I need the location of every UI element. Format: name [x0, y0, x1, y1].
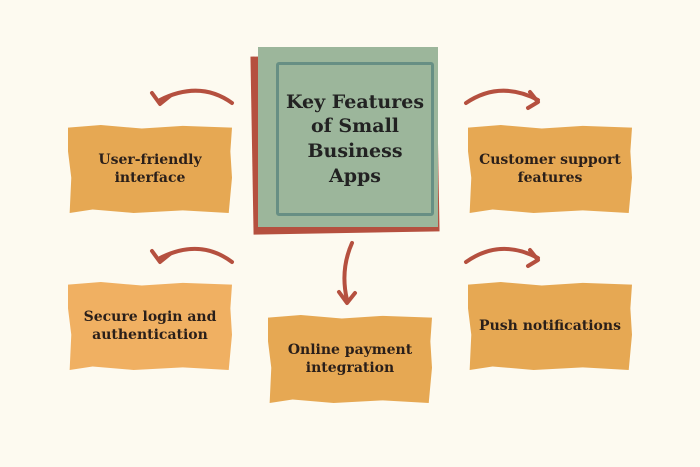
- feature-label: User-friendly interface: [98, 151, 202, 186]
- arrow-icon: [464, 88, 540, 110]
- feature-push-notifications: Push notifications: [468, 282, 632, 370]
- arrow-icon: [150, 88, 234, 106]
- arrow-icon: [150, 246, 234, 264]
- feature-online-payment: Online payment integration: [268, 315, 432, 403]
- feature-customer-support: Customer support features: [468, 125, 632, 213]
- feature-user-friendly: User-friendly interface: [68, 125, 232, 213]
- center-title: Key Features of Small Business Apps: [276, 62, 434, 216]
- title-text: Key Features of Small Business Apps: [285, 90, 425, 187]
- arrow-icon: [337, 241, 357, 305]
- arrow-icon: [464, 246, 540, 268]
- feature-label: Secure login and authentication: [83, 308, 217, 343]
- feature-label: Customer support features: [479, 151, 621, 186]
- feature-label: Online payment integration: [287, 341, 413, 376]
- center-card: [258, 47, 438, 227]
- feature-secure-login: Secure login and authentication: [68, 282, 232, 370]
- feature-label: Push notifications: [479, 317, 621, 334]
